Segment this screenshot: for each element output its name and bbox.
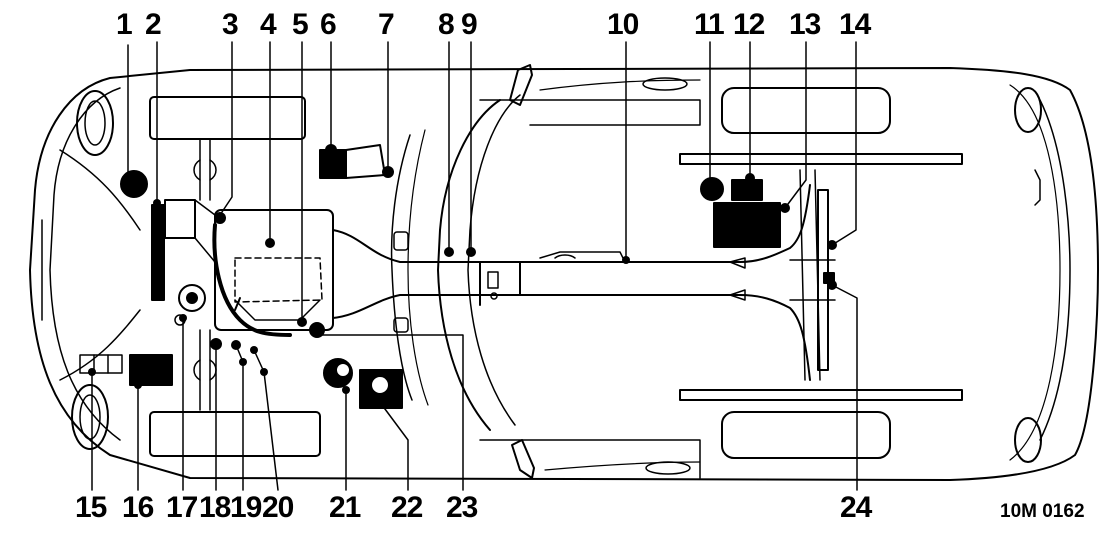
wiring-loom	[212, 223, 292, 337]
component-23-sensor	[309, 322, 325, 338]
rear-lamps	[1014, 87, 1042, 463]
cabin-outline	[390, 77, 701, 479]
callout-14: 14	[839, 8, 871, 41]
callout-21: 21	[329, 491, 361, 524]
callout-18: 18	[199, 491, 231, 524]
callout-7: 7	[378, 8, 395, 41]
figure-reference: 10M 0162	[1000, 501, 1085, 522]
callout-22: 22	[391, 491, 423, 524]
car-body-outline	[29, 67, 1099, 481]
components	[120, 144, 835, 409]
callout-9: 9	[461, 8, 478, 41]
component-12	[731, 179, 763, 201]
radiator	[151, 204, 165, 301]
callout-24: 24	[840, 491, 872, 524]
door-mirrors	[509, 64, 535, 479]
callout-2: 2	[145, 8, 162, 41]
leader-dots	[88, 144, 837, 409]
front-wheels	[149, 96, 321, 457]
callout-12: 12	[733, 8, 765, 41]
leader-lines	[91, 41, 858, 491]
distributor	[174, 284, 206, 326]
callout-8: 8	[438, 8, 455, 41]
callout-5: 5	[292, 8, 309, 41]
component-11	[700, 177, 724, 201]
callout-19: 19	[230, 491, 262, 524]
callout-16: 16	[122, 491, 154, 524]
component-1-horn	[120, 170, 148, 198]
callout-23: 23	[446, 491, 478, 524]
engine-bay	[164, 139, 334, 411]
callout-10: 10	[607, 8, 639, 41]
component-13-battery	[713, 202, 781, 248]
callout-11: 11	[694, 8, 725, 41]
callout-13: 13	[789, 8, 821, 41]
callout-4: 4	[260, 8, 277, 41]
callout-6: 6	[320, 8, 337, 41]
exhaust-system	[332, 169, 836, 381]
leader-dots-lower	[239, 358, 268, 376]
callout-1: 1	[116, 8, 133, 41]
component-16-box	[129, 354, 173, 386]
callout-3: 3	[222, 8, 239, 41]
callout-15: 15	[75, 491, 107, 524]
callout-17: 17	[166, 491, 198, 524]
front-headlamps	[71, 90, 114, 450]
callout-20: 20	[262, 491, 294, 524]
